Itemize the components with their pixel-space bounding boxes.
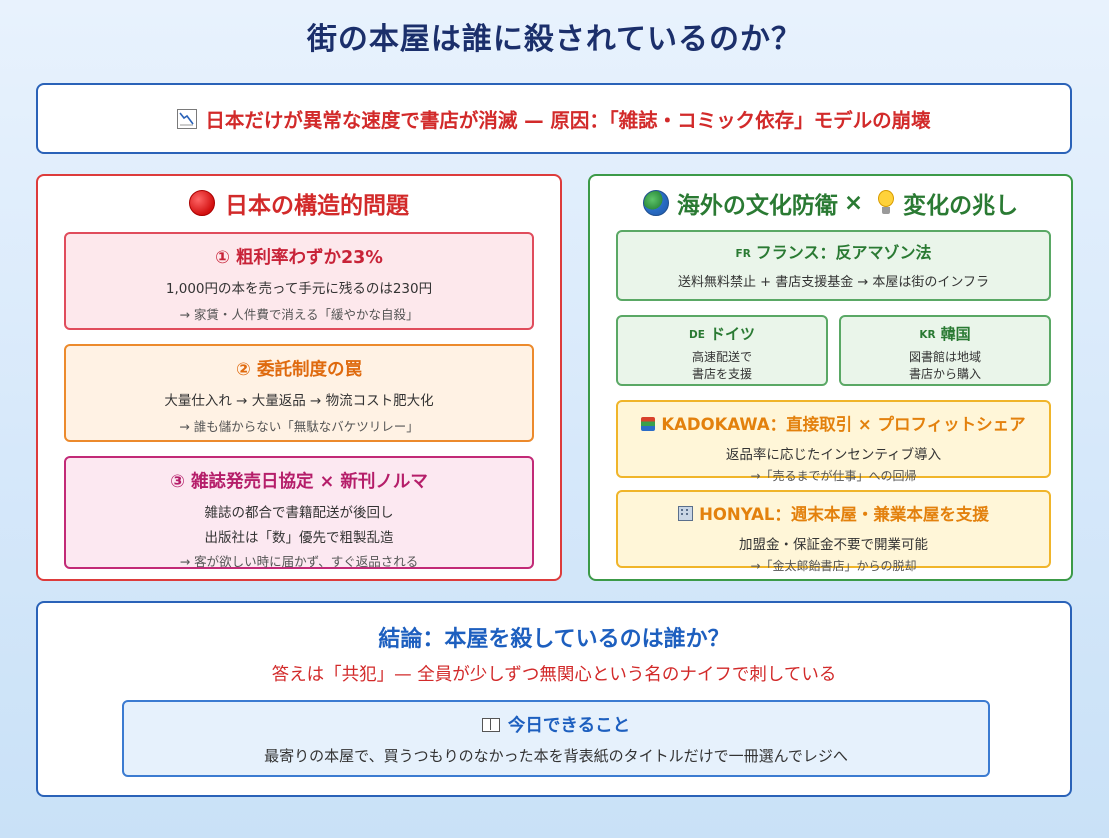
conclusion-panel: 結論：本屋を殺しているのは誰か？ 答えは「共犯」— 全員が少しずつ無関心という名… [36, 601, 1072, 797]
germany-line-2: 書店を支援 [691, 367, 752, 381]
germany-card: DE ドイツ 高速配送で 書店を支援 [616, 315, 828, 386]
kadokawa-card: KADOKAWA：直接取引 × プロフィットシェア 返品率に応じたインセンティブ… [616, 400, 1051, 483]
problem-card-magazine-agreement: ③ 雑誌発売日協定 × 新刊ノルマ 雑誌の都合で書籍配送が後回し 出版社は「数」… [64, 456, 534, 569]
panel-title-text: 日本の構造的問題 [225, 193, 409, 219]
today-title-text: 今日できること [507, 716, 631, 736]
korea-line-2: 書店から購入 [908, 367, 981, 381]
panel-title-part2: 変化の兆し [903, 193, 1019, 219]
problem-note: → 客が欲しい時に届かず、すぐ返品される [179, 554, 419, 569]
today-text: 最寄りの本屋で、買うつもりのなかった本を背表紙のタイトルだけで一冊選んでレジへ [264, 747, 848, 765]
problem-note: → 家賃・人件費で消える「緩やかな自殺」 [179, 307, 419, 322]
problem-title: ③ 雑誌発売日協定 × 新刊ノルマ [170, 472, 428, 492]
france-card: FR フランス：反アマゾン法 送料無料禁止 + 書店支援基金 → 本屋は街のインフ… [616, 230, 1051, 301]
flag-kr: KR [919, 329, 936, 341]
summary-banner: 日本だけが異常な速度で書店が消滅 — 原因：「雑誌・コミック依存」モデルの崩壊 [36, 83, 1072, 154]
page-title: 街の本屋は誰に殺されているのか？ [306, 22, 803, 57]
building-icon [678, 506, 694, 521]
honyal-card: HONYAL：週末本屋・兼業本屋を支援 加盟金・保証金不要で開業可能 →「金太郎… [616, 490, 1051, 573]
conclusion-answer: 答えは「共犯」— 全員が少しずつ無関心という名のナイフで刺している [271, 665, 837, 685]
korea-title-text: 韓国 [940, 325, 971, 343]
globe-icon [642, 190, 669, 216]
flag-fr: FR [735, 248, 751, 260]
lightbulb-icon [877, 190, 895, 216]
today-title: 今日できること [124, 712, 988, 737]
kadokawa-title-text: KADOKAWA：直接取引 × プロフィットシェア [661, 415, 1026, 434]
honyal-line: 加盟金・保証金不要で開業可能 [739, 537, 928, 553]
open-book-icon [481, 718, 500, 732]
red-circle-icon [189, 190, 215, 216]
problem-card-gross-margin: ① 粗利率わずか23% 1,000円の本を売って手元に残るのは230円 → 家賃… [64, 232, 534, 330]
panel-title-overseas: 海外の文化防衛 × 変化の兆し [590, 186, 1071, 220]
problem-line-2: 出版社は「数」優先で粗製乱造 [204, 530, 394, 546]
kadokawa-note: →「売るまでが仕事」への回帰 [750, 469, 917, 483]
france-title: FR フランス：反アマゾン法 [618, 239, 1049, 263]
germany-title: DE ドイツ [618, 323, 826, 344]
panel-title-japan: 日本の構造的問題 [38, 186, 560, 220]
korea-line-1: 図書館は地域 [908, 350, 981, 364]
honyal-note: →「金太郎飴書店」からの脱却 [750, 559, 917, 573]
honyal-title-text: HONYAL：週末本屋・兼業本屋を支援 [699, 505, 989, 524]
korea-title: KR 韓国 [841, 323, 1049, 344]
germany-line-1: 高速配送で [691, 350, 752, 364]
books-icon [641, 417, 656, 431]
problem-line: 雑誌の都合で書籍配送が後回し [204, 505, 394, 521]
banner-text: 日本だけが異常な速度で書店が消滅 — 原因：「雑誌・コミック依存」モデルの崩壊 [205, 109, 931, 132]
problem-line: 1,000円の本を売って手元に残るのは230円 [165, 281, 433, 297]
problem-title: ② 委託制度の罠 [236, 360, 362, 380]
honyal-title: HONYAL：週末本屋・兼業本屋を支援 [618, 501, 1049, 525]
korea-card: KR 韓国 図書館は地域 書店から購入 [839, 315, 1051, 386]
flag-de: DE [689, 329, 705, 341]
overseas-and-change-panel: 海外の文化防衛 × 変化の兆し FR フランス：反アマゾン法 送料無料禁止 + 書… [588, 174, 1073, 581]
problem-card-consignment: ② 委託制度の罠 大量仕入れ → 大量返品 → 物流コスト肥大化 → 誰も儲から… [64, 344, 534, 442]
problem-title: ① 粗利率わずか23% [215, 248, 383, 268]
kadokawa-line: 返品率に応じたインセンティブ導入 [725, 447, 942, 463]
japan-structural-problems-panel: 日本の構造的問題 ① 粗利率わずか23% 1,000円の本を売って手元に残るのは… [36, 174, 562, 581]
panel-title-separator: × [843, 190, 864, 216]
panel-title-part1: 海外の文化防衛 [676, 193, 838, 219]
conclusion-title: 結論：本屋を殺しているのは誰か？ [378, 627, 730, 652]
france-line: 送料無料禁止 + 書店支援基金 → 本屋は街のインフラ [678, 275, 989, 290]
germany-title-text: ドイツ [709, 325, 755, 343]
problem-line: 大量仕入れ → 大量返品 → 物流コスト肥大化 [164, 393, 434, 409]
problem-note: → 誰も儲からない「無駄なバケツリレー」 [179, 419, 419, 434]
kadokawa-title: KADOKAWA：直接取引 × プロフィットシェア [618, 411, 1049, 435]
today-action-box: 今日できること 最寄りの本屋で、買うつもりのなかった本を背表紙のタイトルだけで一… [122, 700, 990, 777]
chart-decreasing-icon [177, 108, 198, 129]
france-title-text: フランス：反アマゾン法 [755, 243, 932, 262]
